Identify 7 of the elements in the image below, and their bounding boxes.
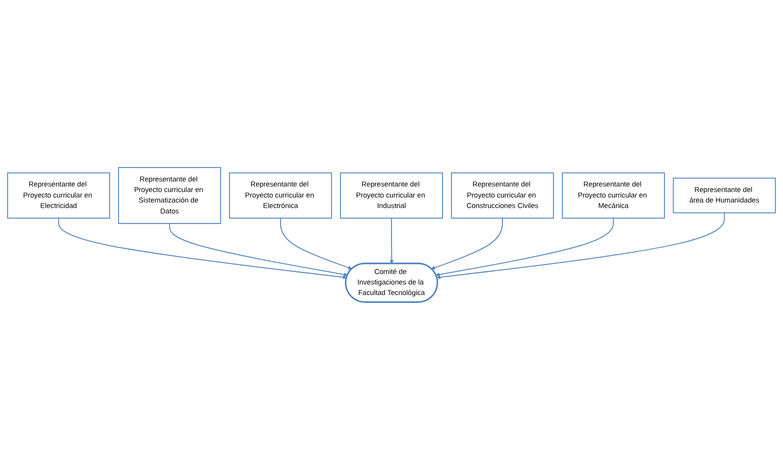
- arrow: [390, 218, 394, 264]
- arrow: [436, 212, 725, 280]
- arrow: [169, 223, 348, 277]
- arrow: [436, 218, 614, 277]
- arrow: [431, 218, 503, 270]
- arrow: [58, 218, 347, 280]
- arrow: [280, 218, 352, 270]
